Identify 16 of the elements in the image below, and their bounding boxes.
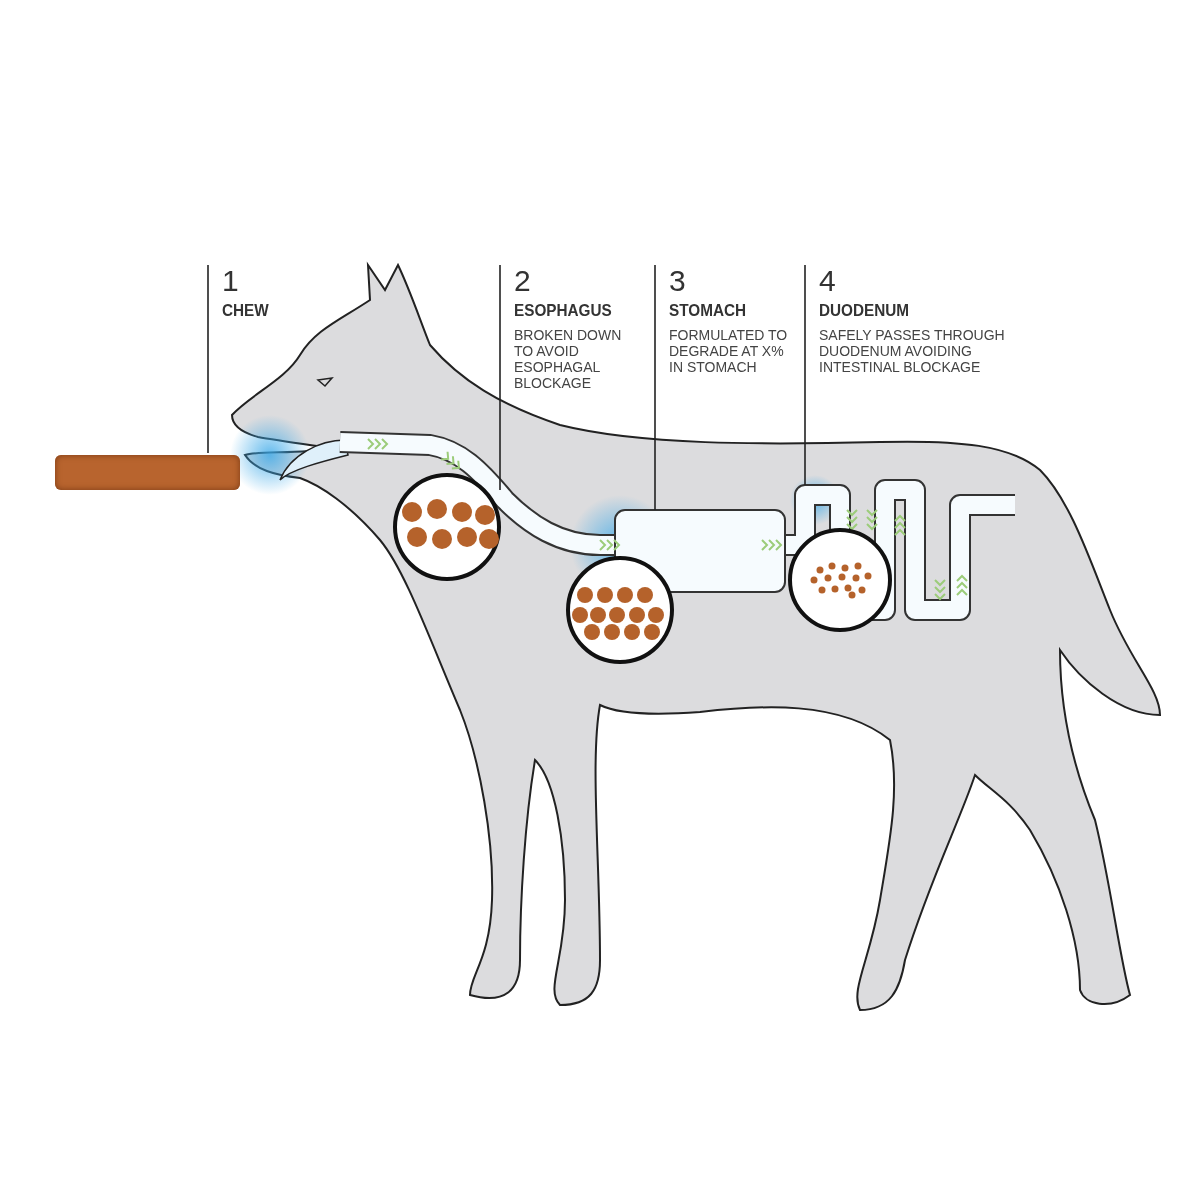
leader-line xyxy=(654,264,656,511)
callout-text: FORMULATED TO DEGRADE AT X% IN STOMACH xyxy=(669,327,789,375)
callout-number: 2 xyxy=(514,265,531,297)
callout-heading: ESOPHAGUS xyxy=(514,301,612,321)
callout-heading: CHEW xyxy=(222,301,269,321)
callout-text: SAFELY PASSES THROUGH DUODENUM AVOIDING INTESTINAL BLOCKAGE xyxy=(819,327,1006,375)
callout-number: 3 xyxy=(669,265,686,297)
callout-heading: DUODENUM xyxy=(819,301,910,321)
leader-line xyxy=(207,264,209,454)
leader-line xyxy=(804,264,806,486)
callout-number: 1 xyxy=(222,265,239,297)
leader-line xyxy=(499,264,501,491)
callout-text: BROKEN DOWN TO AVOID ESOPHAGAL BLOCKAGE xyxy=(514,327,623,391)
chew-stick-picture xyxy=(55,455,240,490)
callout-number: 4 xyxy=(819,265,836,297)
callout-heading: STOMACH xyxy=(669,301,747,321)
